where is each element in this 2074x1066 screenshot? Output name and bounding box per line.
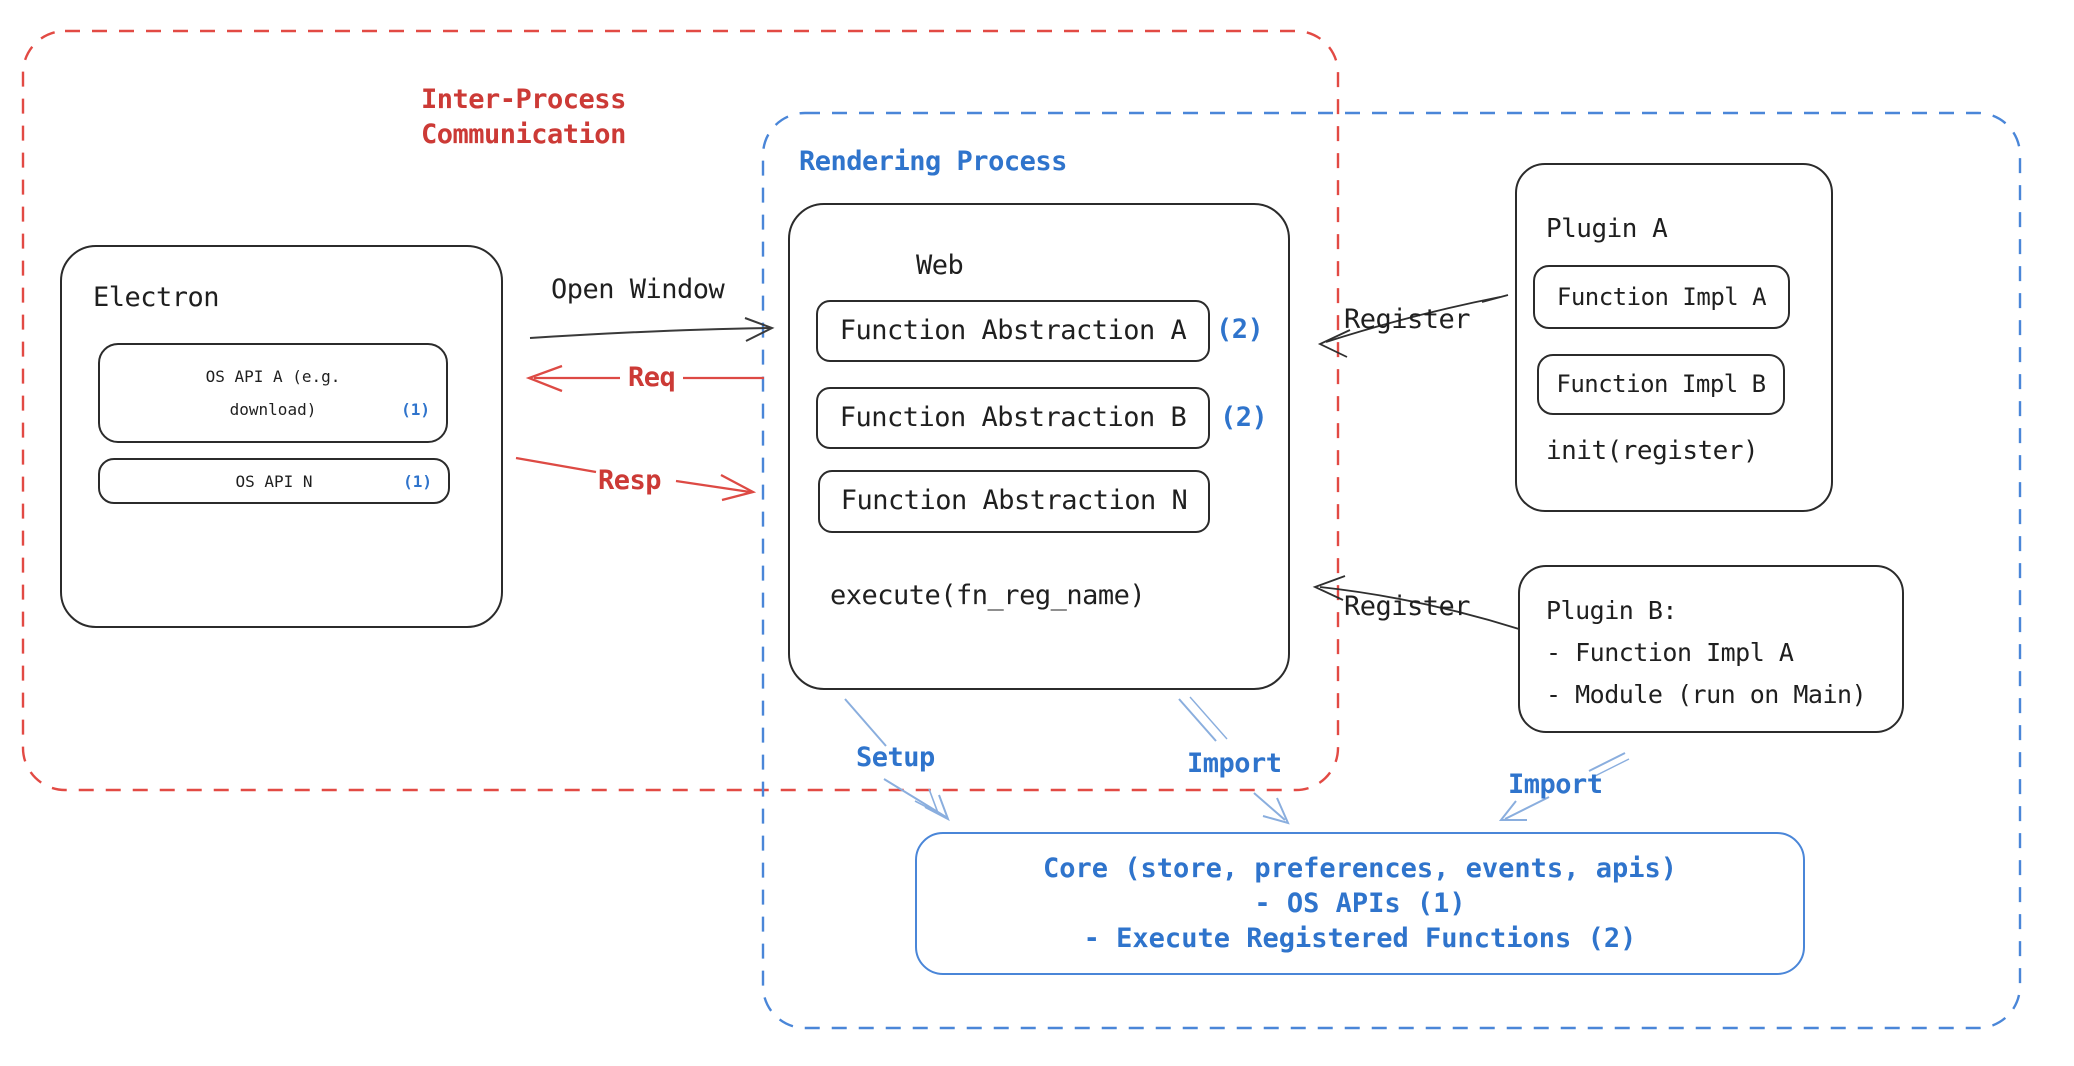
req-label: Req (620, 362, 684, 395)
os-api-n-label: OS API N (235, 471, 313, 491)
import-web-arrow (1178, 696, 1290, 825)
function-abstraction-b-box: Function Abstraction B (816, 387, 1210, 449)
rendering-group-label: Rendering Process (799, 146, 1067, 177)
plugin-b-box (1518, 565, 1904, 733)
plugin-a-title: Plugin A (1546, 214, 1668, 244)
core-line-2: - OS APIs (1) (1254, 888, 1466, 919)
plugin-b-title: Plugin B: (1546, 596, 1677, 625)
function-impl-a-box: Function Impl A (1533, 265, 1790, 329)
setup-arrow (844, 698, 950, 822)
plugin-b-item-1: - Function Impl A (1546, 638, 1794, 667)
function-abstraction-b-badge: (2) (1220, 402, 1268, 433)
rendering-dashed-border (761, 111, 2022, 1030)
plugin-b-item-2: - Module (run on Main) (1546, 680, 1867, 709)
register-bottom-arrow (1312, 575, 1520, 630)
os-api-a-line2-row: download) (1) (100, 393, 446, 426)
resp-label: Resp (598, 465, 662, 496)
resp-arrow (515, 456, 757, 502)
ipc-label-line2: Communication (421, 119, 626, 150)
function-abstraction-a-box: Function Abstraction A (816, 300, 1210, 362)
register-top-arrow (1317, 294, 1509, 358)
import-plugin-label: Import (1508, 769, 1603, 800)
os-api-a-box: OS API A (e.g. download) (1) (98, 343, 448, 443)
function-abstraction-n-box: Function Abstraction N (818, 470, 1210, 533)
init-register-label: init(register) (1546, 436, 1759, 466)
core-line-1: Core (store, preferences, events, apis) (1043, 853, 1677, 884)
ipc-dashed-border (21, 29, 1340, 792)
core-line-3: - Execute Registered Functions (2) (1083, 923, 1637, 954)
open-window-arrow (529, 317, 775, 342)
setup-label: Setup (856, 742, 935, 773)
register-bottom-label: Register (1344, 591, 1471, 622)
ipc-label-line1: Inter-Process (421, 84, 626, 115)
plugin-a-box (1515, 163, 1833, 512)
os-api-n-row: OS API N (1) (100, 472, 448, 491)
plugin-b-text: Plugin B: - Function Impl A - Module (ru… (1546, 590, 1867, 716)
register-top-label: Register (1344, 304, 1471, 335)
os-api-a-badge: (1) (401, 400, 430, 419)
import-web-label: Import (1187, 748, 1282, 779)
os-api-a-line2: download) (229, 400, 317, 419)
function-abstraction-a-badge: (2) (1216, 314, 1264, 345)
os-api-n-badge: (1) (403, 471, 432, 491)
ipc-group-label: Inter-Process Communication (421, 82, 626, 152)
core-box: Core (store, preferences, events, apis) … (915, 832, 1805, 975)
os-api-a-line1: OS API A (e.g. (205, 367, 341, 386)
execute-label: execute(fn_reg_name) (830, 580, 1146, 611)
electron-title: Electron (93, 282, 220, 313)
web-title: Web (916, 250, 964, 281)
import-plugin-arrow (1498, 752, 1630, 821)
open-window-label: Open Window (551, 274, 725, 305)
core-text: Core (store, preferences, events, apis) … (1043, 851, 1677, 956)
function-impl-b-box: Function Impl B (1537, 354, 1785, 415)
os-api-n-box: OS API N (1) (98, 458, 450, 504)
